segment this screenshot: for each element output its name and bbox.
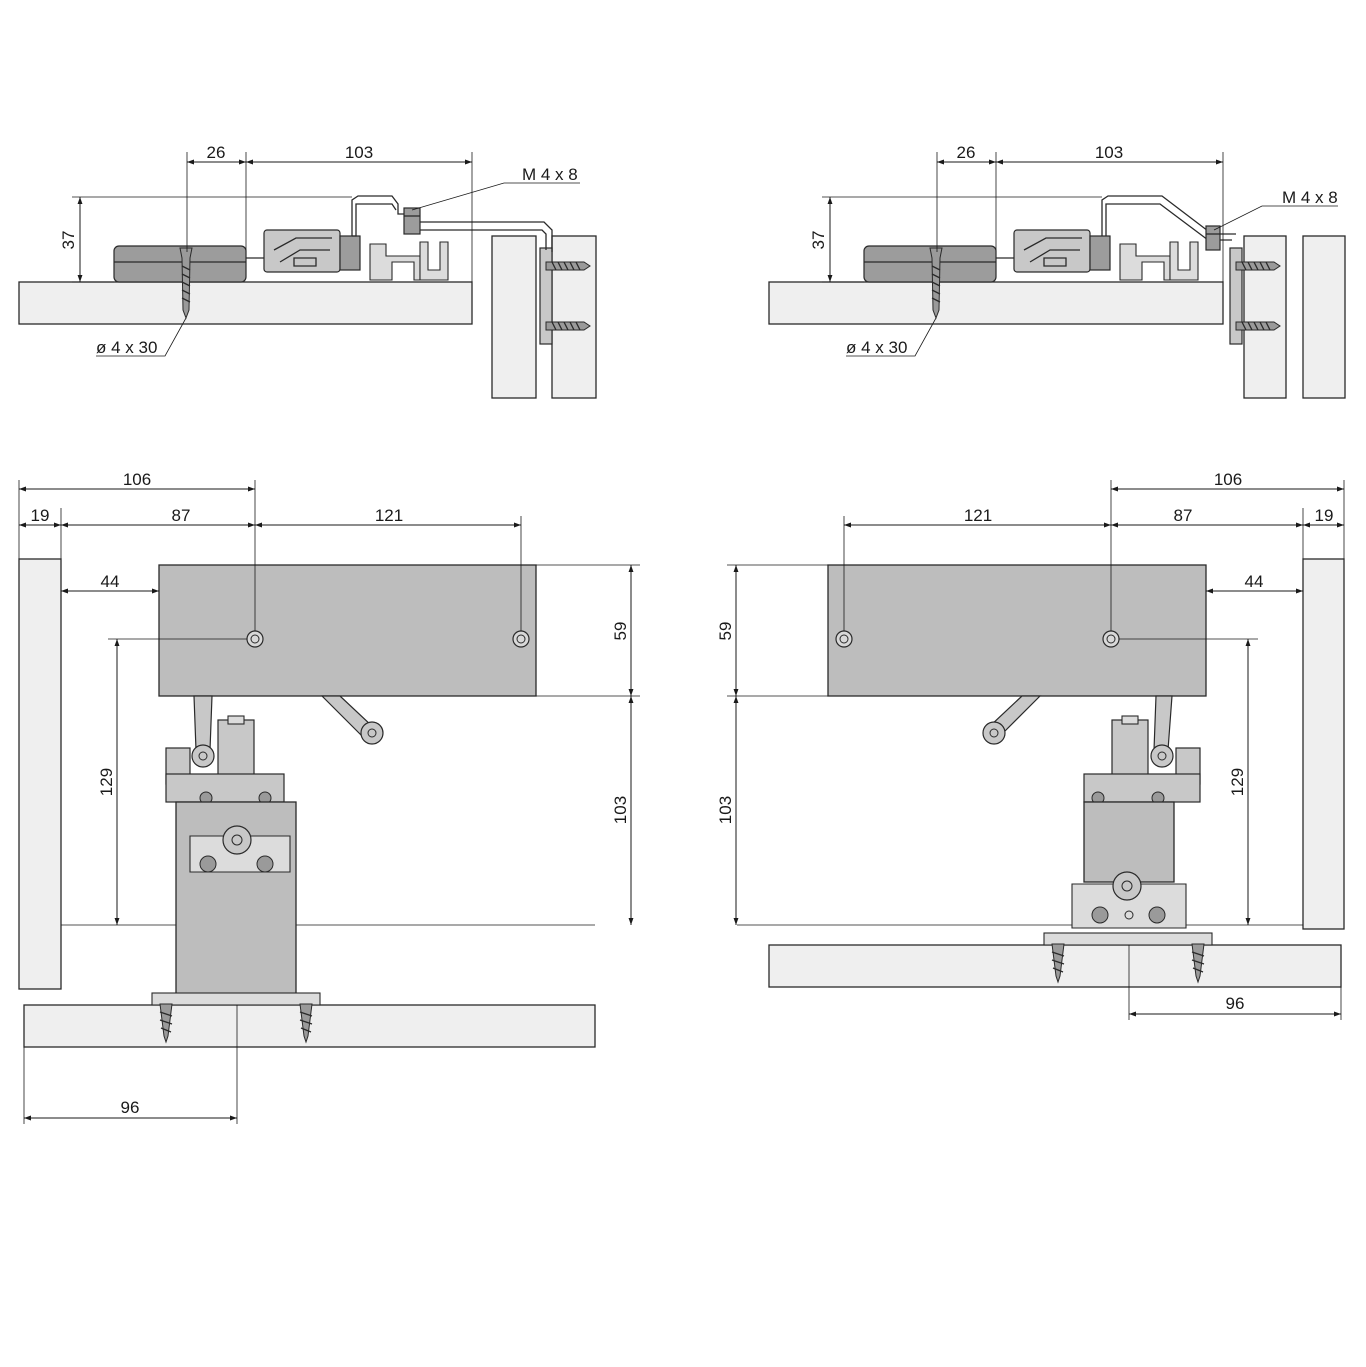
shelf-board: [18, 281, 473, 325]
mounting-hole-2: [1102, 630, 1120, 648]
bottom-left-view: 106 19 87 121 44 59 103 129 96: [18, 470, 640, 1124]
wood-screw-lower: [545, 321, 591, 331]
dim-121: 121: [375, 506, 403, 525]
dim-44: 44: [1245, 572, 1264, 591]
label-m4x8: M 4 x 8: [522, 165, 578, 184]
bottom-screw-right: [1191, 943, 1205, 984]
damper-housing: [113, 245, 247, 283]
mounting-hole-2: [512, 630, 530, 648]
dim-96: 96: [121, 1098, 140, 1117]
runner-body: [1083, 801, 1175, 883]
dim-59: 59: [611, 622, 630, 641]
bottom-right-view: 106 19 87 121 44 59 103 129 96: [716, 470, 1345, 1020]
side-panel: [551, 235, 597, 399]
clamp-screw: [403, 207, 421, 235]
label-screw: ø 4 x 30: [96, 338, 157, 357]
door-panel: [491, 235, 537, 399]
bottom-screw-left: [159, 1003, 173, 1044]
dim-121: 121: [964, 506, 992, 525]
dim-19: 19: [31, 506, 50, 525]
rail-profile: [1119, 243, 1171, 281]
shelf-board: [768, 281, 1224, 325]
wood-screw-upper: [1235, 261, 1281, 271]
base-plate: [151, 992, 321, 1006]
link-arm: [193, 695, 213, 751]
fixing-screw: [179, 247, 193, 320]
damper-housing: [158, 564, 537, 697]
base-plate: [1043, 932, 1213, 946]
damper-housing: [863, 245, 997, 283]
dim-96: 96: [1226, 994, 1245, 1013]
dim-103: 103: [716, 796, 735, 824]
dim-59: 59: [716, 622, 735, 641]
bottom-screw-left: [1051, 943, 1065, 984]
dim-19: 19: [1315, 506, 1334, 525]
door-panel: [1243, 235, 1287, 399]
dim-26: 26: [207, 143, 226, 162]
top-left-view: 26 103 37 M 4 x 8 ø 4 x 30: [18, 143, 597, 399]
clamp-screw: [1205, 225, 1221, 251]
dim-129: 129: [1228, 768, 1247, 796]
rail-profile: [369, 243, 421, 281]
dim-87: 87: [172, 506, 191, 525]
label-screw: ø 4 x 30: [846, 338, 907, 357]
fixing-screw: [929, 247, 943, 320]
bottom-screw-right: [299, 1003, 313, 1044]
dim-87: 87: [1174, 506, 1193, 525]
dim-103: 103: [1095, 143, 1123, 162]
dim-37: 37: [809, 231, 828, 250]
arm-wire: [420, 221, 553, 252]
label-m4x8: M 4 x 8: [1282, 188, 1338, 207]
link-arm: [1153, 695, 1173, 751]
dim-103: 103: [611, 796, 630, 824]
dim-37: 37: [59, 231, 78, 250]
dim-26: 26: [957, 143, 976, 162]
mounting-hole-1: [246, 630, 264, 648]
mounting-bracket: [1229, 247, 1243, 345]
side-panel: [18, 558, 62, 990]
damper-housing: [827, 564, 1207, 697]
wood-screw-lower: [1235, 321, 1281, 331]
top-right-view: 26 103 37 M 4 x 8 ø 4 x 30: [768, 143, 1346, 399]
dim-103: 103: [345, 143, 373, 162]
mounting-hole-1: [835, 630, 853, 648]
dim-106: 106: [1214, 470, 1242, 489]
dim-106: 106: [123, 470, 151, 489]
side-panel: [1302, 558, 1345, 930]
side-panel: [1302, 235, 1346, 399]
dim-129: 129: [97, 768, 116, 796]
wood-screw-upper: [545, 261, 591, 271]
dim-44: 44: [101, 572, 120, 591]
